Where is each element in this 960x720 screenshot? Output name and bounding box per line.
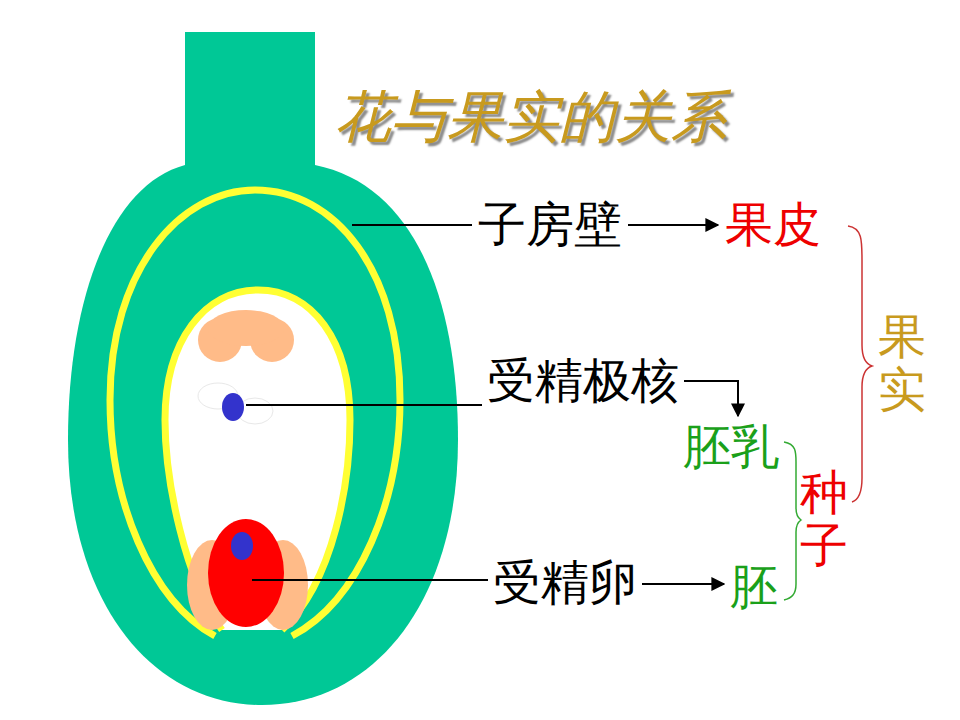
- arrow: [684, 381, 738, 416]
- leader-line: [252, 579, 488, 581]
- style: [185, 32, 315, 172]
- leader-line: [352, 224, 472, 226]
- group-label: 果实: [878, 310, 926, 416]
- part-label: 子房壁: [478, 198, 622, 251]
- outer-integument: [110, 190, 400, 636]
- fertilized-polar-nucleus: [222, 393, 244, 421]
- leader-line: [246, 404, 482, 406]
- fruit-bracket: [848, 226, 872, 502]
- part-label: 受精卵: [493, 556, 637, 609]
- arrow: [642, 583, 724, 585]
- arrow: [628, 224, 718, 226]
- result-label: 胚: [730, 560, 778, 613]
- result-label: 胚乳: [683, 420, 779, 473]
- part-label: 受精极核: [487, 354, 679, 407]
- ovary-wall: [68, 165, 458, 705]
- egg-cell: [208, 519, 284, 627]
- result-label: 果皮: [725, 198, 821, 251]
- diagram-title: 花与果实的关系: [335, 86, 727, 148]
- group-label: 种子: [800, 466, 848, 572]
- egg-nucleus: [231, 532, 253, 560]
- antipodal-cell: [208, 310, 284, 346]
- seed-bracket: [784, 442, 801, 600]
